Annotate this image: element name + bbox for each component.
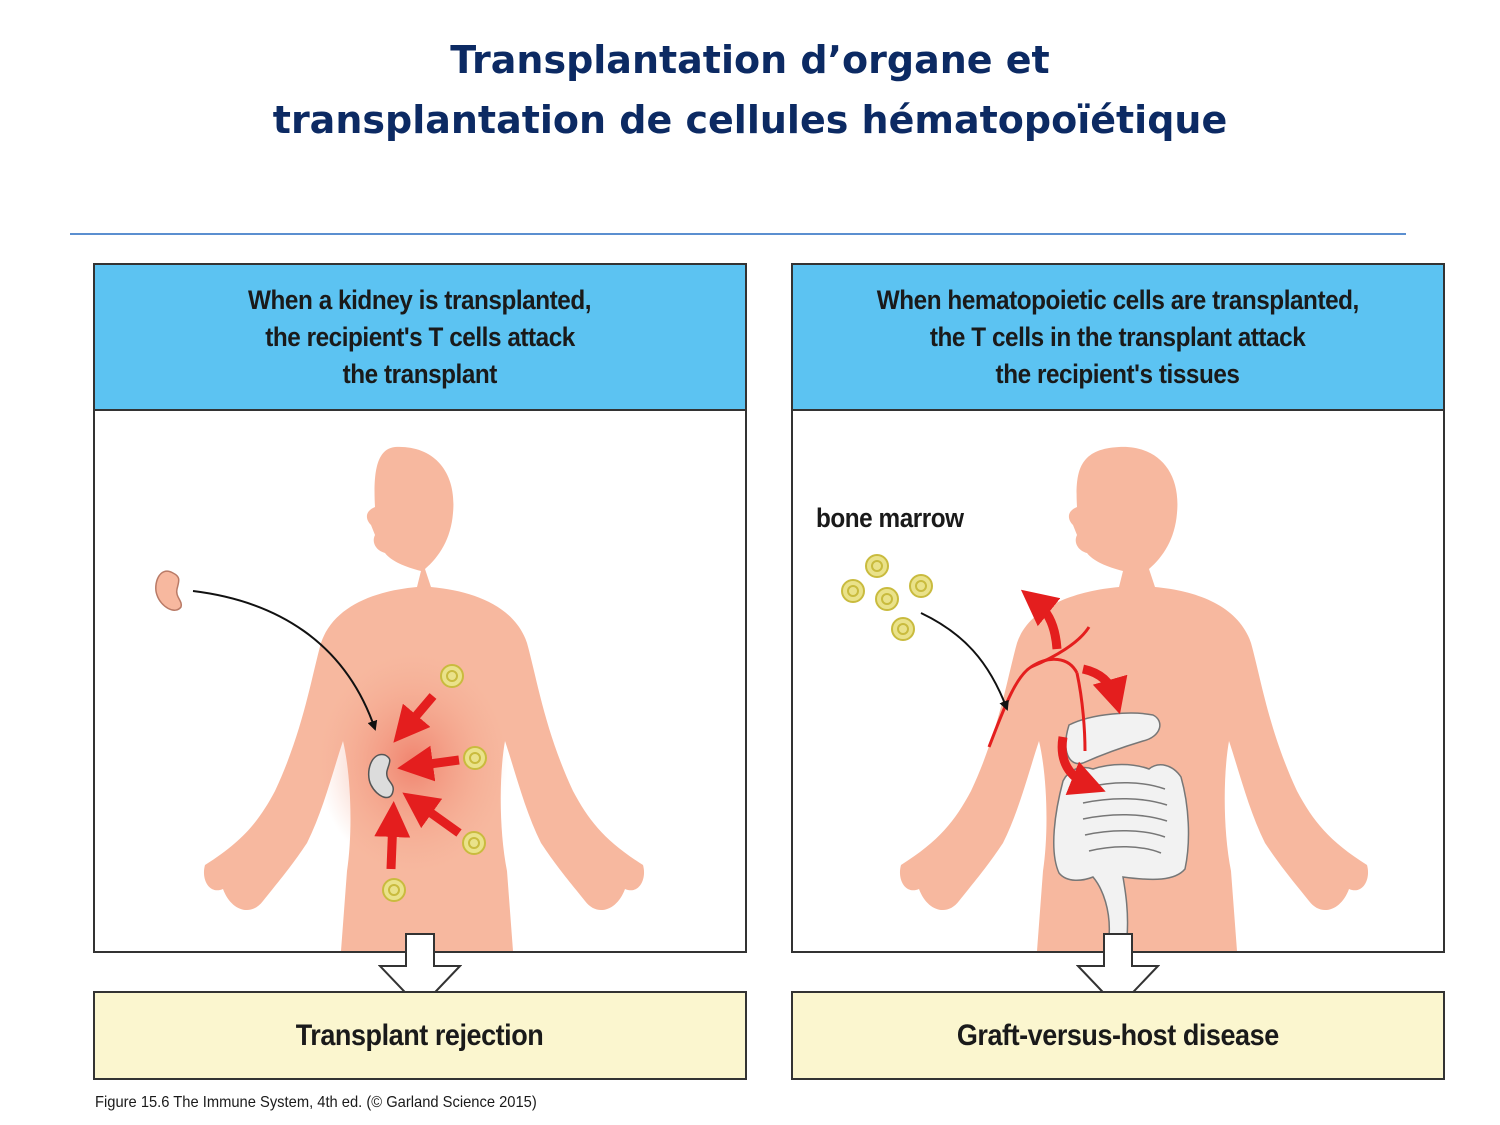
header-line-3: the transplant bbox=[342, 358, 498, 389]
attack-arrows bbox=[374, 693, 462, 870]
kidney-transplant-illustration bbox=[155, 446, 645, 951]
header-line-1: When hematopoietic cells are transplante… bbox=[876, 284, 1360, 315]
header-line-2: the T cells in the transplant attack bbox=[930, 321, 1306, 352]
human-body-silhouette bbox=[899, 446, 1369, 951]
migration-arrows bbox=[1020, 589, 1128, 796]
panel-kidney-transplant: When a kidney is transplanted, the recip… bbox=[93, 263, 747, 953]
donor-kidney-shape bbox=[155, 570, 183, 611]
down-arrow-right-icon bbox=[1076, 933, 1160, 1010]
panel-hematopoietic-transplant: When hematopoietic cells are transplante… bbox=[791, 263, 1445, 953]
header-line-3: the recipient's tissues bbox=[996, 358, 1240, 389]
slide-title: Transplantation d’organe et transplantat… bbox=[0, 30, 1500, 150]
blood-vessel-lines bbox=[987, 626, 1091, 752]
outcome-label: Graft-versus-host disease bbox=[957, 1018, 1279, 1052]
panel-hematopoietic-header: When hematopoietic cells are transplante… bbox=[793, 265, 1443, 411]
attacking-t-cells bbox=[382, 664, 487, 902]
outcome-graft-versus-host: Graft-versus-host disease bbox=[791, 991, 1445, 1080]
down-arrow-left-icon bbox=[378, 933, 462, 1010]
digestive-organs bbox=[1053, 712, 1190, 944]
title-divider bbox=[70, 233, 1406, 235]
bone-marrow-cells bbox=[841, 554, 933, 641]
outcome-transplant-rejection: Transplant rejection bbox=[93, 991, 747, 1080]
figure-caption: Figure 15.6 The Immune System, 4th ed. (… bbox=[95, 1094, 537, 1111]
slide-title-line-2: transplantation de cellules hématopoïéti… bbox=[272, 98, 1228, 142]
infusion-path-arrow bbox=[920, 612, 1009, 711]
header-line-1: When a kidney is transplanted, bbox=[248, 284, 592, 315]
bone-marrow-label: bone marrow bbox=[816, 503, 964, 533]
human-body-silhouette bbox=[203, 446, 645, 951]
header-line-2: the recipient's T cells attack bbox=[265, 321, 575, 352]
transplant-path-arrow bbox=[192, 590, 378, 731]
panel-kidney-header: When a kidney is transplanted, the recip… bbox=[95, 265, 745, 411]
outcome-label: Transplant rejection bbox=[296, 1018, 544, 1052]
slide-title-line-1: Transplantation d’organe et bbox=[450, 38, 1050, 82]
hematopoietic-transplant-illustration bbox=[841, 446, 1369, 951]
transplanted-kidney-shape bbox=[367, 753, 394, 799]
